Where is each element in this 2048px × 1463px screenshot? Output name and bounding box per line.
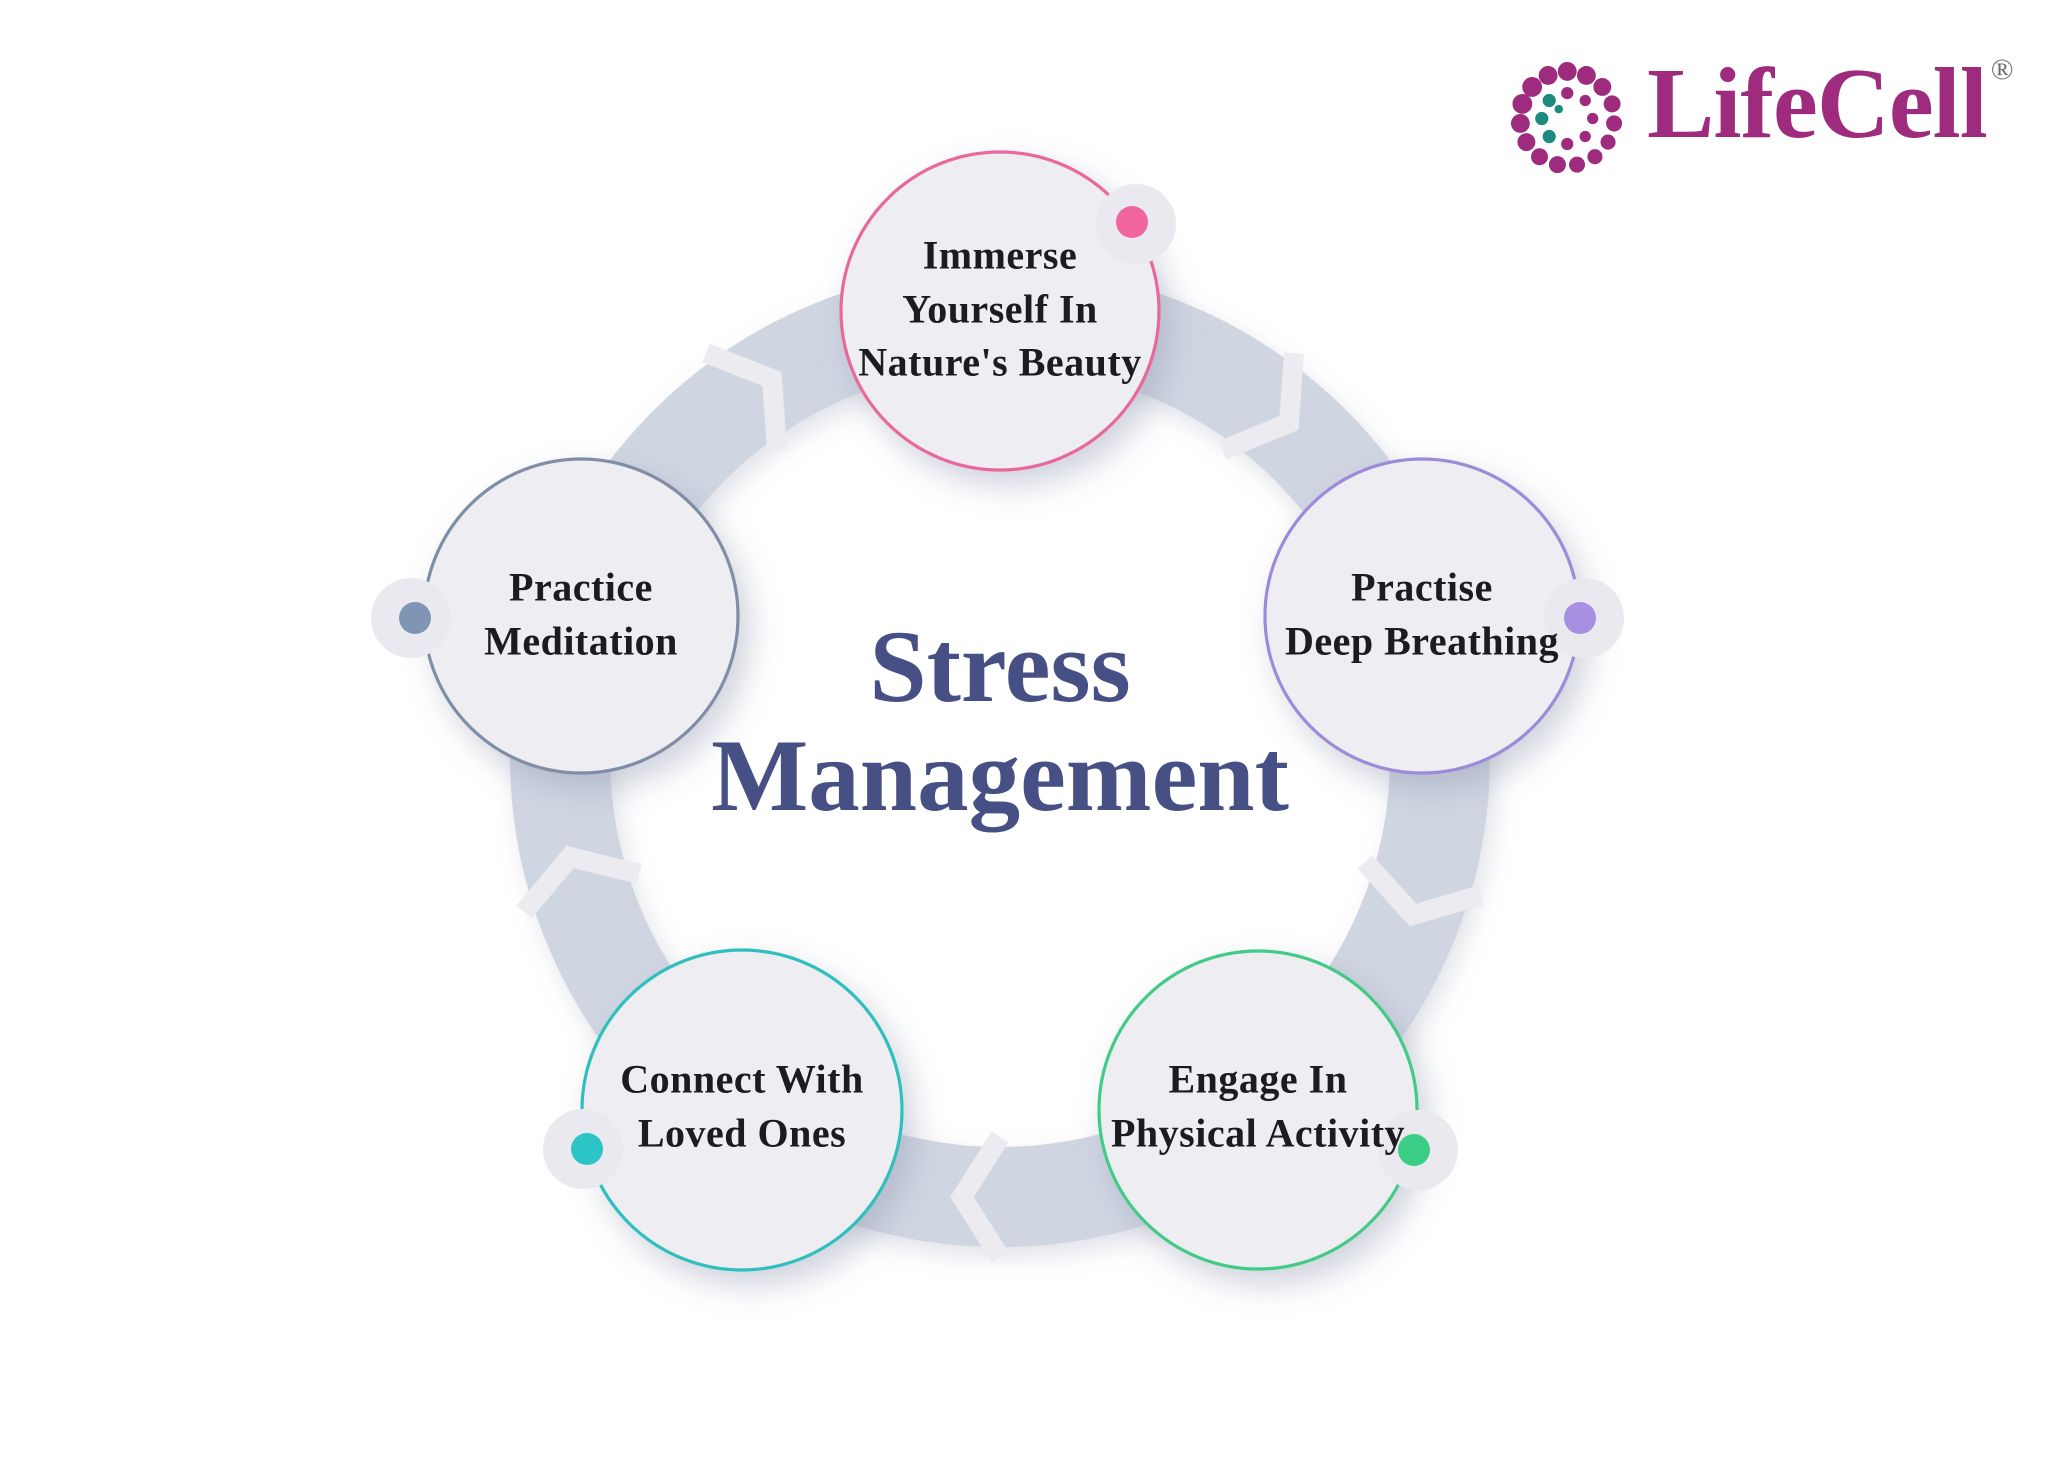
node-label-loved-ones: Connect With Loved Ones [620, 1056, 864, 1155]
node-circle-physical [1097, 949, 1419, 1271]
ring-break-chevron-top-left [702, 343, 787, 451]
node-dot-breathing [1564, 602, 1596, 634]
brand-name: LifeCell [1647, 47, 1988, 159]
ring-break-chevron-top-right [1219, 352, 1304, 460]
brand-wordmark: LifeCell® [1647, 47, 2014, 159]
node-dot-loved-ones [571, 1133, 603, 1165]
lifecell-logo: LifeCell® [1505, 42, 2025, 192]
ring-break-chevron-right [1357, 855, 1484, 927]
node-dot-meditation [399, 602, 431, 634]
node-circle-nature [839, 150, 1161, 472]
logo-dots-spiral-icon [1510, 61, 1623, 174]
registered-mark-icon: ® [1990, 53, 2014, 86]
ring-break-chevron-left [516, 845, 642, 919]
node-label-nature: Immerse Yourself In Nature's Beauty [858, 232, 1142, 385]
node-label-breathing: Practise Deep Breathing [1284, 564, 1560, 663]
node-dot-physical [1398, 1134, 1430, 1166]
node-dot-nature [1116, 206, 1148, 238]
ring-break-chevron-bottom [950, 1131, 1009, 1263]
node-label-physical: Engage In Physical Activity [1110, 1056, 1406, 1155]
node-label-meditation: Practice Meditation [484, 564, 678, 663]
center-title: Stress Management [711, 609, 1289, 833]
